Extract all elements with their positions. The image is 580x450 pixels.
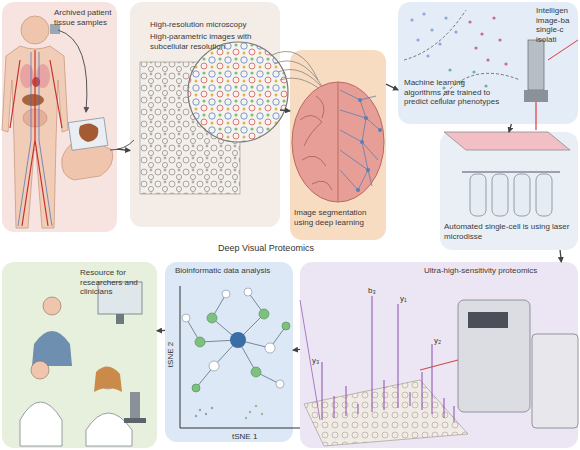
flow-arrow — [293, 349, 300, 351]
axis-label: tSNE 2 — [166, 335, 175, 375]
stage-caption: Bioinformatic data analysis — [175, 266, 290, 276]
stage-caption: Archived patient tissue samples — [54, 8, 116, 27]
stage-caption: Ultra-high-sensitivity proteomics — [424, 266, 574, 276]
flow-arrow — [117, 149, 130, 150]
peak-label: b₃ — [368, 286, 376, 295]
stage-caption: High-resolution microscopy — [150, 20, 280, 30]
stage-caption: Automated single-cell is using laser mic… — [444, 222, 576, 241]
stage-panel: Bioinformatic data analysis — [165, 262, 293, 442]
axis-label: tSNE 1 — [232, 432, 257, 441]
stage-panel: Intelligen image-ba single-c isolatiMach… — [398, 2, 578, 124]
flow-arrow — [157, 330, 165, 332]
peak-label: y₃ — [312, 356, 319, 365]
stage-caption: Image segmentation using deep learning — [294, 208, 378, 227]
flow-arrow — [280, 109, 290, 111]
flow-arrow — [560, 250, 561, 262]
figure-title: Deep Visual Proteomics — [218, 244, 314, 253]
stage-caption: Intelligen image-ba single-c isolati — [536, 6, 578, 44]
stage-caption: Resource for researchers and clinicians — [80, 268, 152, 297]
stage-caption: Machine learning algorithms are trained … — [404, 78, 504, 107]
peak-label: y₂ — [434, 336, 441, 345]
flow-arrow — [386, 84, 398, 90]
peak-label: y₁ — [400, 294, 407, 303]
stage-caption: High-parametric images with subcellular … — [150, 32, 262, 51]
flow-arrow — [509, 124, 511, 132]
